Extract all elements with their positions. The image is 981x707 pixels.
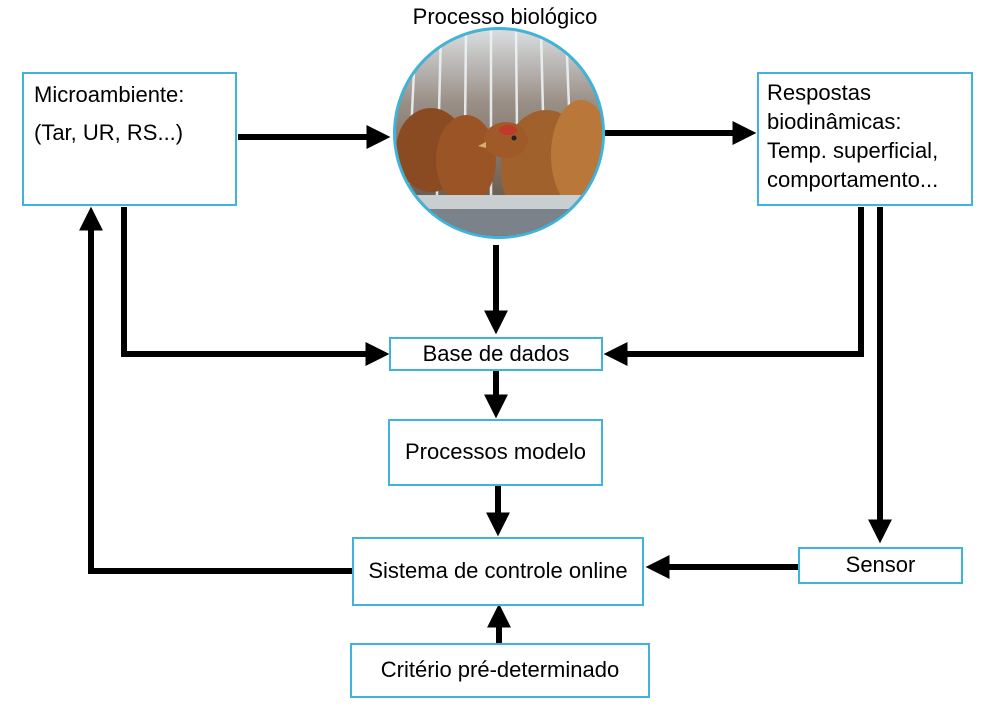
base-de-dados-label: Base de dados <box>422 340 570 366</box>
diagram-title: Processo biológico <box>412 4 598 29</box>
processos-modelo-label: Processos modelo <box>405 439 586 465</box>
arrow-sistema-to-micro <box>79 206 352 574</box>
hens-photo <box>393 27 605 239</box>
arrow-respostas-to-base <box>603 207 864 366</box>
criterio-label: Critério pré-determinado <box>380 657 620 683</box>
processos-modelo-box: Processos modelo <box>388 419 603 486</box>
base-de-dados-box: Base de dados <box>389 337 603 371</box>
sistema-controle-box: Sistema de controle online <box>352 537 644 606</box>
respostas-line2: biodinâmicas: <box>767 109 902 134</box>
respostas-box: Respostas biodinâmicas: Temp. superficia… <box>757 72 973 206</box>
microambiente-heading: Microambiente: <box>34 82 185 107</box>
hens-illustration <box>396 30 602 236</box>
respostas-line1: Respostas <box>767 80 871 105</box>
microambiente-box: Microambiente: (Tar, UR, RS...) <box>22 72 237 206</box>
respostas-line3: Temp. superficial, <box>767 138 939 163</box>
arrow-micro-to-base <box>121 207 390 366</box>
respostas-line4: comportamento... <box>767 167 939 192</box>
microambiente-detail: (Tar, UR, RS...) <box>34 120 184 146</box>
criterio-box: Critério pré-determinado <box>350 643 650 698</box>
sensor-label: Sensor <box>845 552 916 578</box>
sensor-box: Sensor <box>798 547 963 584</box>
sistema-controle-label: Sistema de controle online <box>368 558 628 584</box>
